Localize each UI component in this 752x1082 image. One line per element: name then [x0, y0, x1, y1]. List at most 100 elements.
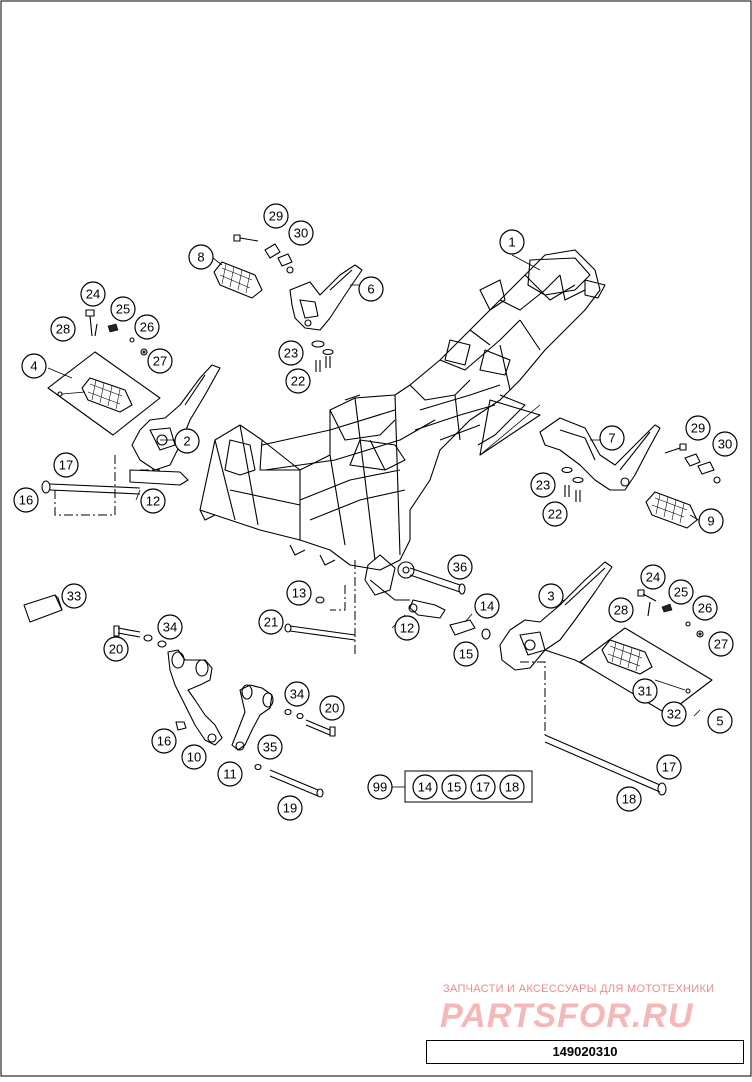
hardware-24-28-right	[637, 589, 704, 638]
svg-text:17: 17	[476, 780, 490, 795]
callout-8[interactable]: 8	[188, 244, 214, 270]
svg-text:11: 11	[223, 767, 237, 782]
svg-text:8: 8	[197, 250, 204, 265]
bracket-guide-line	[479, 404, 541, 456]
hardware-20-34-35	[113, 625, 336, 771]
callout-22-right[interactable]: 22	[542, 501, 568, 527]
svg-text:6: 6	[367, 282, 374, 297]
callout-18[interactable]: 18	[616, 786, 642, 812]
svg-text:21: 21	[264, 615, 278, 630]
rod-17-left	[41, 455, 160, 516]
callout-11[interactable]: 11	[217, 761, 243, 787]
svg-text:15: 15	[459, 647, 473, 662]
callout-26-right[interactable]: 26	[692, 595, 718, 621]
callout-19[interactable]: 19	[277, 795, 303, 821]
callout-15[interactable]: 15	[453, 641, 479, 667]
svg-text:17: 17	[59, 458, 73, 473]
callout-22-upper[interactable]: 22	[285, 368, 311, 394]
callout-27-right[interactable]: 27	[708, 631, 734, 657]
callout-30-top[interactable]: 30	[288, 220, 314, 246]
callout-24-left[interactable]: 24	[80, 281, 106, 307]
footpeg-bracket-left-2	[129, 364, 221, 486]
callout-12-center[interactable]: 12	[394, 615, 420, 641]
svg-text:27: 27	[153, 354, 167, 369]
svg-text:24: 24	[86, 287, 100, 302]
svg-text:25: 25	[674, 585, 688, 600]
callout-29-right[interactable]: 29	[685, 415, 711, 441]
hardware-24-28-left	[85, 309, 148, 356]
footpeg-box-4	[47, 351, 161, 436]
callout-33[interactable]: 33	[61, 583, 87, 609]
callout-4[interactable]: 4	[21, 353, 47, 379]
kit-member-14[interactable]: 14	[412, 774, 438, 800]
footpeg-9-drawing	[645, 491, 698, 529]
callout-16-upper[interactable]: 16	[13, 487, 39, 513]
callout-28-left[interactable]: 28	[50, 316, 76, 342]
callout-35[interactable]: 35	[257, 734, 283, 760]
callout-26-left[interactable]: 26	[134, 314, 160, 340]
callout-28-right[interactable]: 28	[608, 597, 634, 623]
callout-16-lower[interactable]: 16	[151, 728, 177, 754]
pivot-parts-center	[284, 560, 491, 655]
callout-23-upper[interactable]: 23	[278, 340, 304, 366]
svg-text:12: 12	[146, 494, 160, 509]
callout-29-top[interactable]: 29	[263, 203, 289, 229]
svg-text:5: 5	[716, 714, 723, 729]
svg-text:17: 17	[662, 760, 676, 775]
callout-31[interactable]: 31	[632, 678, 658, 704]
bolts-22-23-right	[561, 466, 584, 502]
callout-99[interactable]: 99	[367, 774, 393, 800]
callout-23-right[interactable]: 23	[530, 472, 556, 498]
svg-text:31: 31	[638, 684, 652, 699]
svg-text:7: 7	[608, 431, 615, 446]
callout-20-left[interactable]: 20	[103, 636, 129, 662]
svg-text:33: 33	[67, 589, 81, 604]
callout-5[interactable]: 5	[707, 708, 733, 734]
watermark-caption: ЗАПЧАСТИ И АКСЕССУАРЫ ДЛЯ МОТОТЕХНИКИ	[443, 983, 715, 995]
part-10-lever	[167, 649, 223, 746]
callout-3[interactable]: 3	[538, 583, 564, 609]
part-33-pad	[23, 594, 63, 623]
svg-text:1: 1	[508, 235, 515, 250]
callout-34-left[interactable]: 34	[157, 614, 183, 640]
callout-24-right[interactable]: 24	[640, 564, 666, 590]
footpeg-8-drawing	[213, 261, 263, 299]
callout-14[interactable]: 14	[474, 593, 500, 619]
callout-12-left[interactable]: 12	[140, 488, 166, 514]
callout-36[interactable]: 36	[447, 554, 473, 580]
callout-25-left[interactable]: 25	[110, 296, 136, 322]
svg-text:12: 12	[400, 621, 414, 636]
callout-2[interactable]: 2	[174, 428, 200, 454]
callout-20-right[interactable]: 20	[319, 695, 345, 721]
callout-17-right[interactable]: 17	[656, 754, 682, 780]
callout-1[interactable]: 1	[499, 229, 525, 255]
callout-27-left[interactable]: 27	[147, 348, 173, 374]
svg-text:20: 20	[109, 642, 123, 657]
svg-text:30: 30	[718, 437, 732, 452]
callout-17-left[interactable]: 17	[53, 452, 79, 478]
svg-text:36: 36	[453, 560, 467, 575]
svg-text:20: 20	[325, 701, 339, 716]
footpeg-bracket-right-3	[499, 561, 613, 671]
callout-32[interactable]: 32	[661, 701, 687, 727]
callout-30-right[interactable]: 30	[712, 431, 738, 457]
callout-7[interactable]: 7	[599, 425, 625, 451]
kit-member-18[interactable]: 18	[499, 774, 525, 800]
kit-member-17[interactable]: 17	[470, 774, 496, 800]
kit-member-15[interactable]: 15	[441, 774, 467, 800]
callout-6[interactable]: 6	[358, 276, 384, 302]
callout-13[interactable]: 13	[286, 580, 312, 606]
callout-9[interactable]: 9	[698, 508, 724, 534]
svg-text:19: 19	[283, 801, 297, 816]
callout-34-right[interactable]: 34	[284, 681, 310, 707]
callout-25-right[interactable]: 25	[668, 579, 694, 605]
callout-10[interactable]: 10	[181, 744, 207, 770]
svg-text:4: 4	[30, 359, 37, 374]
callout-21[interactable]: 21	[258, 609, 284, 635]
rear-footpeg-bracket-right-7	[539, 417, 661, 491]
watermark-logo: PARTSFOR.RU	[440, 997, 694, 1035]
svg-text:15: 15	[447, 780, 461, 795]
